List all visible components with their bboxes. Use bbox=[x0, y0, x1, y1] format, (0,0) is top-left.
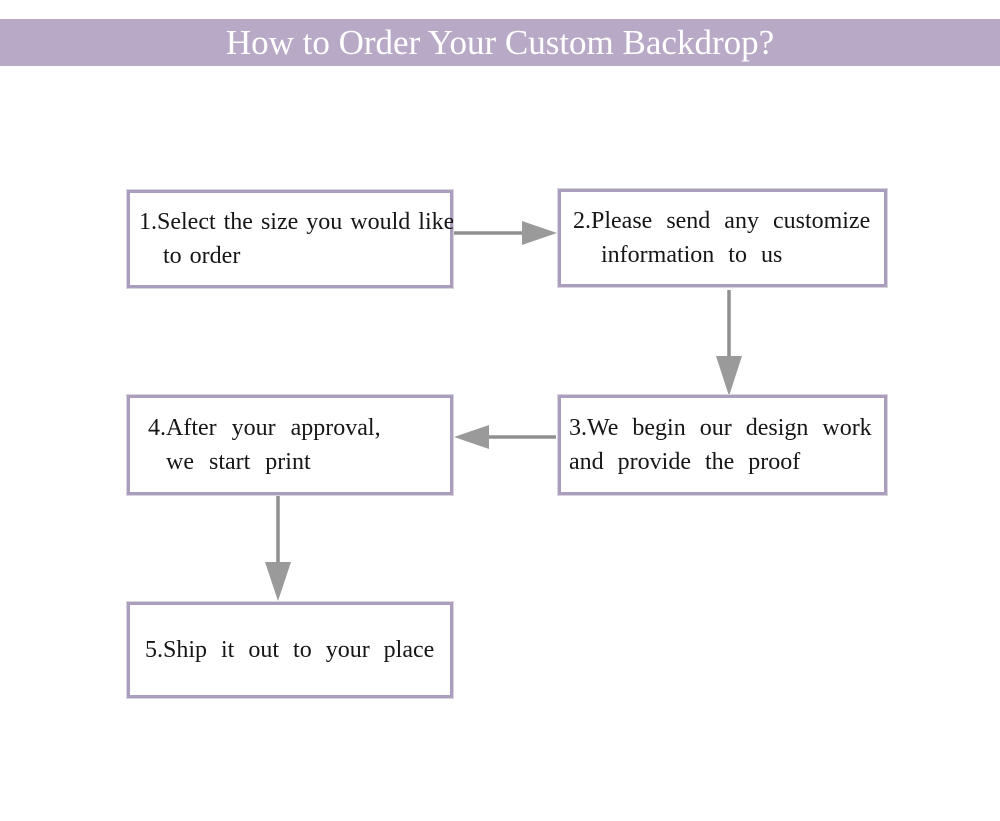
step-4-line-1: 4.After your approval, bbox=[148, 415, 381, 441]
step-3-line-2: and provide the proof bbox=[569, 449, 801, 475]
step-4-line-2: we start print bbox=[166, 449, 311, 475]
step-3-line-1: 3.We begin our design work bbox=[569, 415, 872, 441]
arrow-step3-to-step4 bbox=[454, 425, 556, 449]
flow-box-step-1: 1.Select the size you would like to orde… bbox=[126, 189, 455, 289]
step-2-line-2: information to us bbox=[601, 242, 783, 268]
flow-box-step-2: 2.Please send any customize information … bbox=[557, 188, 888, 288]
step-5-line-1: 5.Ship it out to your place bbox=[145, 637, 435, 663]
flow-box-step-4: 4.After your approval, we start print bbox=[126, 394, 454, 496]
step-1-line-1: 1.Select the size you would like bbox=[139, 209, 455, 235]
step-2-line-1: 2.Please send any customize bbox=[573, 208, 871, 234]
arrow-step2-to-step3 bbox=[716, 290, 742, 396]
page-title: How to Order Your Custom Backdrop? bbox=[225, 22, 775, 62]
step-1-line-2: to order bbox=[163, 243, 241, 269]
header-banner: How to Order Your Custom Backdrop? bbox=[0, 19, 1000, 66]
arrow-step4-to-step5 bbox=[265, 496, 291, 601]
arrow-step1-to-step2 bbox=[454, 221, 557, 245]
flow-box-step-5: 5.Ship it out to your place bbox=[126, 601, 454, 699]
flow-box-step-3: 3.We begin our design work and provide t… bbox=[557, 394, 888, 496]
